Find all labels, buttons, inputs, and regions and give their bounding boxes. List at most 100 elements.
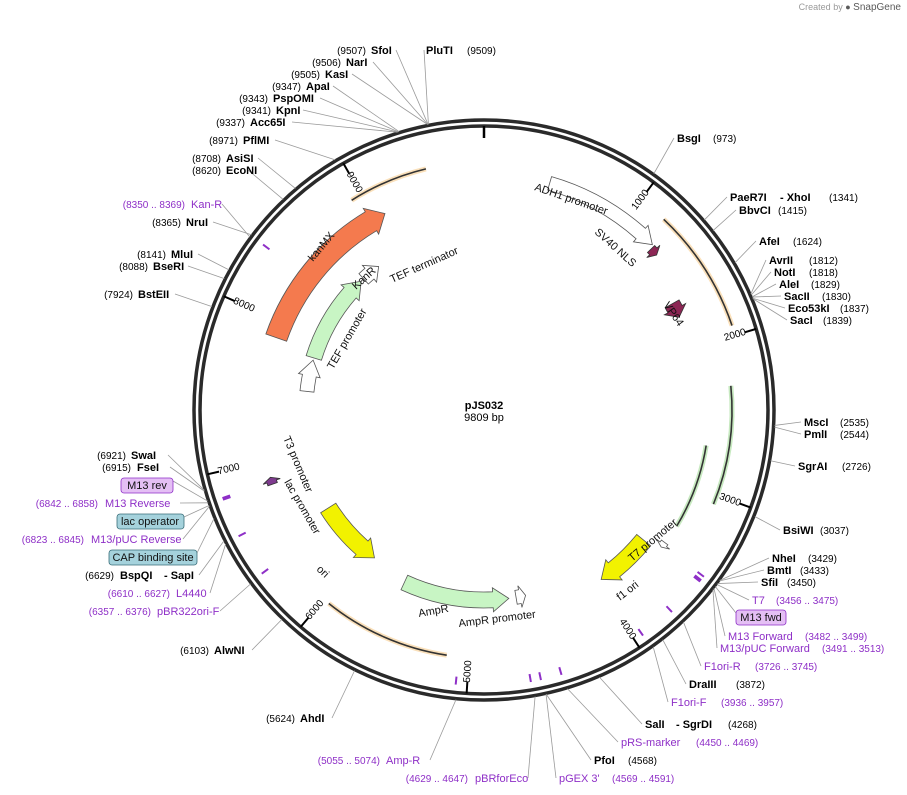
primer-pos: (6610 .. 6627) xyxy=(108,589,170,600)
feature-label-ampr-promoter[interactable]: AmpR promoter xyxy=(458,609,537,630)
site-name[interactable]: BmtI xyxy=(767,565,791,577)
cap-site-box[interactable] xyxy=(108,549,198,566)
site-name[interactable]: SfoI xyxy=(371,45,392,57)
leader-line xyxy=(751,283,777,298)
site-name[interactable]: PaeR7I xyxy=(730,192,767,204)
site-name[interactable]: AsiSI xyxy=(226,153,254,165)
site-name[interactable]: SgrAI xyxy=(798,461,827,473)
enzymes-top-left: (9507) SfoI (9506) NarI (9505) KasI (934… xyxy=(192,45,496,177)
site-name[interactable]: NotI xyxy=(774,267,795,279)
m13-fwd-box[interactable] xyxy=(735,609,787,626)
site-pos: (6103) xyxy=(180,646,209,657)
site-pos: (9505) xyxy=(291,70,320,81)
site-name[interactable]: SwaI xyxy=(131,450,156,462)
site-name[interactable]: PfoI xyxy=(594,755,615,767)
primer-name[interactable]: F1ori-F xyxy=(671,697,707,709)
site-name[interactable]: NheI xyxy=(772,553,796,565)
site-pos: (1839) xyxy=(823,316,852,327)
site-name[interactable]: Eco53kI xyxy=(788,303,830,315)
site-name[interactable]: PflMI xyxy=(243,135,269,147)
site-name[interactable]: Acc65I xyxy=(250,117,285,129)
feature-label-ori[interactable]: ori xyxy=(314,563,331,580)
features xyxy=(222,166,735,685)
leader-line xyxy=(197,253,230,271)
tick-label: 2000 xyxy=(723,327,748,344)
site-name[interactable]: PluTI xyxy=(426,45,453,57)
site-name[interactable]: NruI xyxy=(186,217,208,229)
feature-label-tef-terminator[interactable]: TEF terminator xyxy=(388,245,460,286)
feature-label-vp64[interactable]: VP64 xyxy=(661,300,686,329)
primer-name[interactable]: M13/pUC Reverse xyxy=(91,534,181,546)
site-name[interactable]: SfiI xyxy=(761,577,778,589)
lac-operator-box[interactable] xyxy=(116,513,185,530)
primer-name[interactable]: M13 Forward xyxy=(728,631,793,643)
primer-name[interactable]: Amp-R xyxy=(386,755,420,767)
site-pos: (9343) xyxy=(239,94,268,105)
orf-bottom xyxy=(328,602,447,656)
site-name[interactable]: PspOMI xyxy=(273,93,314,105)
primer-pos: (4569 .. 4591) xyxy=(612,774,674,785)
feature-label-ampr[interactable]: AmpR xyxy=(417,603,449,620)
feature-label-f1ori[interactable]: f1 ori xyxy=(614,579,641,604)
site-name[interactable]: PmlI xyxy=(804,429,827,441)
t3-lac-marks xyxy=(262,476,281,487)
m13-rev-box[interactable] xyxy=(120,477,174,494)
primer-name[interactable]: T7 xyxy=(752,595,765,607)
snapgene-credit: Created by ● SnapGene xyxy=(799,2,901,13)
primer-name[interactable]: M13 Reverse xyxy=(105,498,170,510)
site-name[interactable]: BseRI xyxy=(153,261,184,273)
site-name[interactable]: - SapI xyxy=(164,570,194,582)
orf-green-2-halo xyxy=(674,445,709,528)
primer-mark xyxy=(261,568,269,575)
site-name[interactable]: SacI xyxy=(790,315,813,327)
site-pos: (9509) xyxy=(467,46,496,57)
tick-mark xyxy=(739,502,752,509)
tick-mark xyxy=(342,162,351,175)
primer-mark xyxy=(665,605,673,613)
primer-name[interactable]: pRS-marker xyxy=(621,737,681,749)
site-name[interactable]: KasI xyxy=(325,69,348,81)
site-name[interactable]: AfeI xyxy=(759,236,780,248)
t7-promoter xyxy=(656,539,670,550)
site-pos: (6921) xyxy=(97,451,126,462)
site-name[interactable]: AlwNI xyxy=(214,645,245,657)
site-name[interactable]: SalI xyxy=(645,719,665,731)
site-name[interactable]: - XhoI xyxy=(780,192,811,204)
site-name[interactable]: NarI xyxy=(346,57,367,69)
leader-line xyxy=(169,466,205,492)
primer-name[interactable]: pGEX 3' xyxy=(559,773,600,785)
feature-box-label: lac operator xyxy=(121,516,179,528)
primer-name[interactable]: M13/pUC Forward xyxy=(720,643,810,655)
site-name[interactable]: AhdI xyxy=(300,713,324,725)
site-name[interactable]: ApaI xyxy=(306,81,330,93)
site-name[interactable]: FseI xyxy=(137,462,159,474)
snapgene-logo-icon: ● xyxy=(845,2,851,12)
site-name[interactable]: AleI xyxy=(779,279,799,291)
site-pos: (3429) xyxy=(808,554,837,565)
site-name[interactable]: EcoNI xyxy=(226,165,257,177)
site-name[interactable]: BbvCI xyxy=(739,205,771,217)
primer-name[interactable]: F1ori-R xyxy=(704,661,741,673)
site-name[interactable]: BspQI xyxy=(120,570,152,582)
site-name[interactable]: AvrII xyxy=(769,255,793,267)
primer-name[interactable]: pBRforEco xyxy=(475,773,528,785)
site-name[interactable]: SacII xyxy=(784,291,810,303)
leader-line xyxy=(198,540,225,576)
leader-line xyxy=(545,694,592,761)
site-name[interactable]: KpnI xyxy=(276,105,300,117)
site-name[interactable]: BsiWI xyxy=(783,525,814,537)
primer-name[interactable]: pBR322ori-F xyxy=(157,606,220,618)
tick-label: 6000 xyxy=(304,598,327,622)
site-name[interactable]: BstEII xyxy=(138,289,169,301)
site-name[interactable]: MscI xyxy=(804,417,828,429)
leader-line xyxy=(291,121,398,133)
site-name[interactable]: BsgI xyxy=(677,133,701,145)
primer-name[interactable]: Kan-R xyxy=(191,199,222,211)
leader-line xyxy=(717,581,759,584)
primer-name[interactable]: L4440 xyxy=(176,588,207,600)
site-name[interactable]: - SgrDI xyxy=(676,719,712,731)
site-name[interactable]: DraIII xyxy=(689,679,717,691)
site-name[interactable]: MluI xyxy=(171,249,193,261)
site-pos: (1415) xyxy=(778,206,807,217)
